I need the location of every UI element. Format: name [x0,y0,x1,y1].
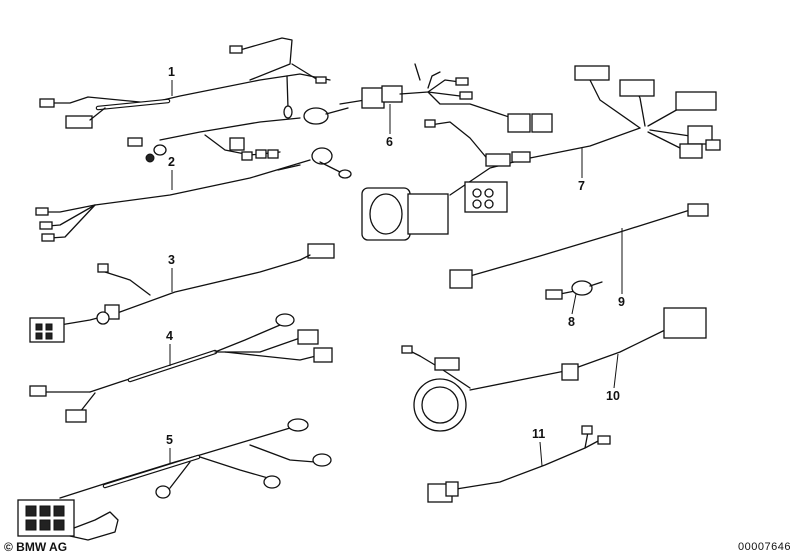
harness-2 [35,147,352,242]
callout-labels: 1 2 3 4 5 6 7 8 9 10 11 [166,65,625,467]
harness-5 [17,418,332,541]
copyright-notice: © BMW AG [4,540,68,554]
harness-9 [449,203,709,289]
harness-3 [29,243,335,343]
callout-10: 10 [606,389,620,403]
harness-6 [339,63,553,133]
callout-3: 3 [168,253,175,267]
harness-10 [401,307,707,432]
harness-4 [29,313,333,423]
callout-2: 2 [168,155,175,169]
callout-8: 8 [568,315,575,329]
harness-7 [361,65,721,241]
harness-8 [545,280,603,300]
harness-1 [39,37,349,163]
callout-1: 1 [168,65,175,79]
document-number: 00007646 [738,541,791,553]
callout-4: 4 [166,329,173,343]
callout-9: 9 [618,295,625,309]
callout-11: 11 [532,427,545,441]
callout-6: 6 [386,135,393,149]
callout-5: 5 [166,433,173,447]
harness-11 [427,425,611,503]
callout-7: 7 [578,179,585,193]
